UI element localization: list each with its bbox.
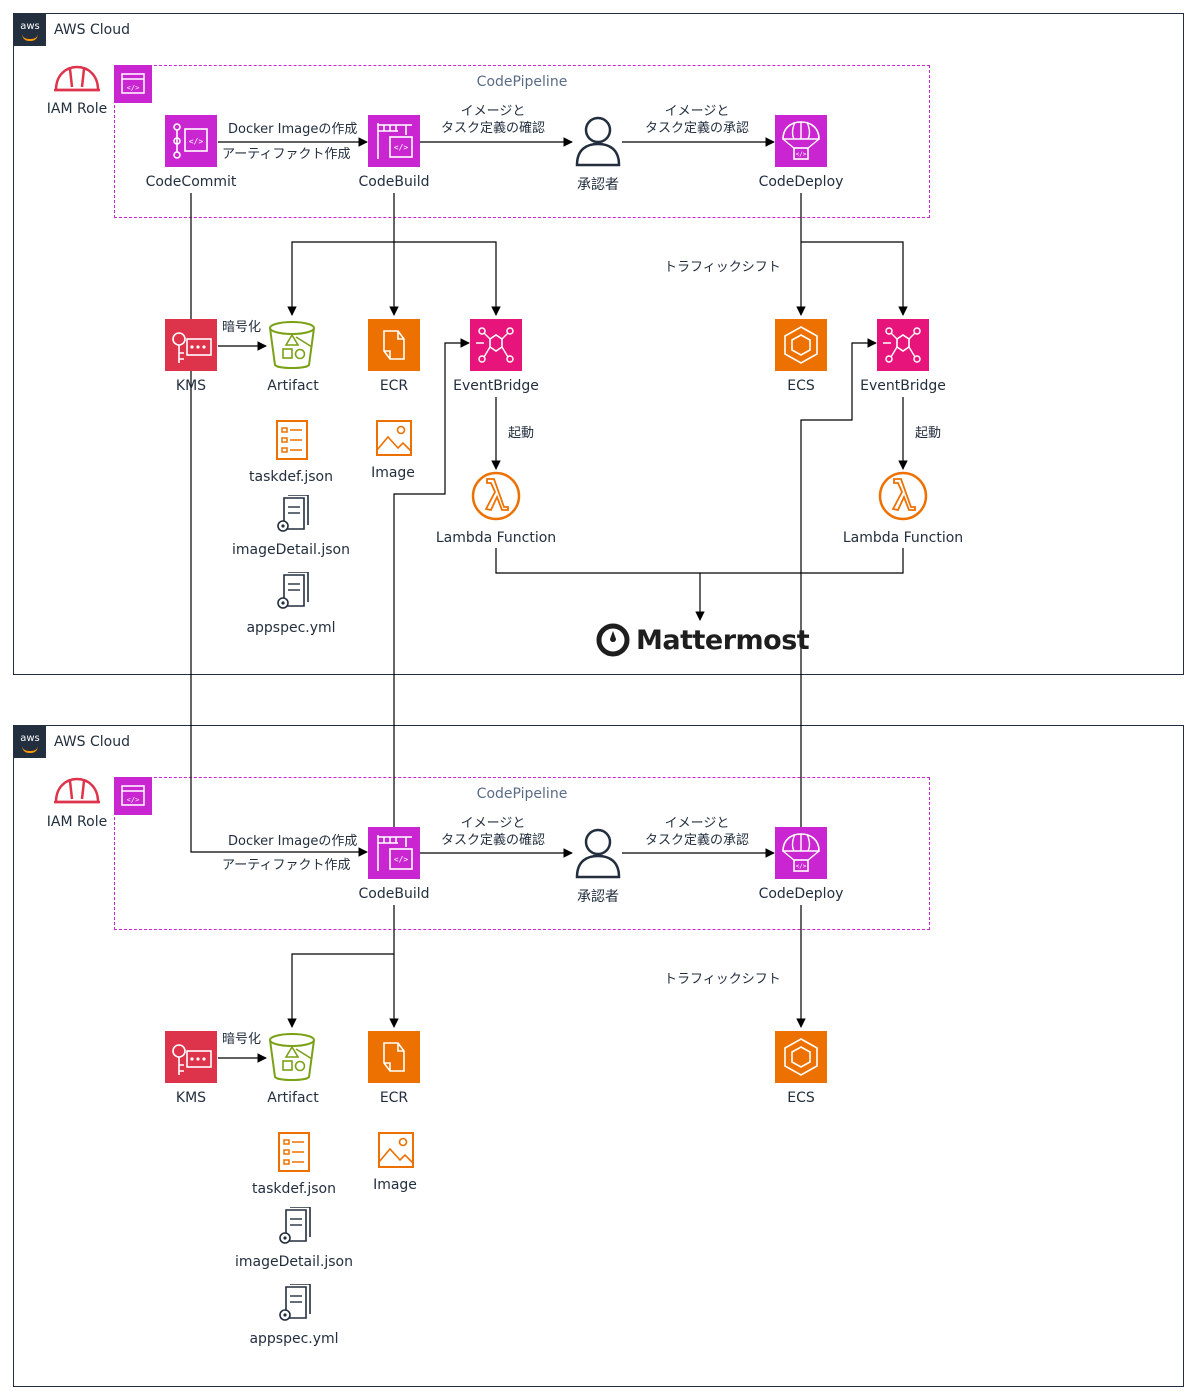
config-document-icon [276, 495, 310, 533]
edge-label-confirm: イメージとタスク定義の確認 [441, 103, 546, 137]
eventbridge-icon [470, 319, 522, 371]
pipeline-title: CodePipeline [476, 786, 568, 802]
mattermost-icon [596, 623, 630, 657]
image-label: Image [371, 465, 415, 481]
cloud-title: AWS Cloud [54, 22, 130, 38]
ecr-label: ECR [379, 378, 409, 394]
image-icon [378, 1132, 414, 1168]
config-document-icon [276, 572, 310, 610]
svg-text:</>: </> [189, 137, 204, 146]
lambda-icon [877, 470, 929, 522]
document-list-icon [276, 420, 308, 460]
iam-role-icon [52, 775, 102, 809]
edge-label-docker: Docker Imageの作成 [228, 833, 358, 850]
kms-label: KMS [175, 378, 207, 394]
taskdef-label: taskdef.json [252, 1181, 336, 1197]
codedeploy-label: CodeDeploy [758, 174, 844, 190]
ecs-label: ECS [787, 1090, 815, 1106]
codepipeline-group-bottom: CodePipeline [114, 777, 930, 930]
ecr-label: ECR [379, 1090, 409, 1106]
edge-label-artifact: アーティファクト作成 [222, 857, 351, 874]
edge-label-approve: イメージとタスク定義の承認 [645, 815, 750, 849]
codecommit-icon: </> [165, 115, 217, 167]
pipeline-title: CodePipeline [476, 74, 568, 90]
edge-label-confirm: イメージとタスク定義の確認 [441, 815, 546, 849]
ecs-icon [775, 319, 827, 371]
edge-label-traffic-shift: トラフィックシフト [664, 972, 781, 987]
ecr-icon [368, 319, 420, 371]
s3-bucket-icon [266, 319, 318, 371]
ecs-label: ECS [787, 378, 815, 394]
imagedetail-label: imageDetail.json [232, 542, 350, 558]
eventbridge-label: EventBridge [860, 378, 946, 394]
codecommit-label: CodeCommit [145, 174, 237, 190]
edge-label-artifact: アーティファクト作成 [222, 146, 351, 163]
config-document-icon [278, 1207, 312, 1245]
codedeploy-label: CodeDeploy [758, 886, 844, 902]
taskdef-label: taskdef.json [249, 469, 333, 485]
codepipeline-icon: </> [114, 65, 152, 103]
svg-text:</>: </> [127, 84, 140, 92]
image-label: Image [373, 1177, 417, 1193]
edge-label-docker: Docker Imageの作成 [228, 121, 358, 138]
appspec-label: appspec.yml [249, 1331, 339, 1347]
eventbridge-icon [877, 319, 929, 371]
iam-role-label: IAM Role [46, 101, 108, 117]
kms-label: KMS [175, 1090, 207, 1106]
ecs-icon [775, 1031, 827, 1083]
lambda-icon [470, 470, 522, 522]
document-list-icon [278, 1132, 310, 1172]
codebuild-icon: </> [368, 827, 420, 879]
kms-icon [165, 319, 217, 371]
s3-bucket-icon [266, 1031, 318, 1083]
svg-text:</>: </> [394, 143, 409, 152]
user-icon [573, 115, 623, 167]
ecr-icon [368, 1031, 420, 1083]
approver-label: 承認者 [577, 889, 619, 905]
codebuild-label: CodeBuild [358, 886, 430, 902]
lambda-label: Lambda Function [435, 530, 557, 546]
kms-icon [165, 1031, 217, 1083]
svg-text:</>: </> [394, 855, 409, 864]
edge-label-approve: イメージとタスク定義の承認 [645, 103, 750, 137]
cloud-title: AWS Cloud [54, 734, 130, 750]
svg-text:</>: </> [796, 151, 807, 158]
config-document-icon [278, 1284, 312, 1322]
edge-label-trigger: 起動 [915, 426, 942, 441]
imagedetail-label: imageDetail.json [235, 1254, 353, 1270]
codebuild-label: CodeBuild [358, 174, 430, 190]
codedeploy-icon: </> [775, 115, 827, 167]
aws-logo-icon: aws [14, 726, 46, 758]
codedeploy-icon: </> [775, 827, 827, 879]
edge-label-encrypt: 暗号化 [222, 1032, 262, 1047]
edge-label-trigger: 起動 [508, 426, 535, 441]
codebuild-icon: </> [368, 115, 420, 167]
artifact-label: Artifact [267, 378, 319, 394]
svg-text:</>: </> [796, 863, 807, 870]
image-icon [376, 420, 412, 456]
aws-logo-icon: aws [14, 14, 46, 46]
iam-role-label: IAM Role [46, 814, 108, 830]
svg-text:</>: </> [127, 796, 140, 804]
codepipeline-group-top: CodePipeline [114, 65, 930, 218]
artifact-label: Artifact [267, 1090, 319, 1106]
edge-label-traffic-shift: トラフィックシフト [664, 260, 781, 275]
mattermost-wordmark: Mattermost [636, 624, 810, 656]
iam-role-icon [52, 63, 102, 97]
appspec-label: appspec.yml [246, 620, 336, 636]
mattermost-logo: Mattermost [596, 620, 810, 660]
lambda-label: Lambda Function [842, 530, 964, 546]
edge-label-encrypt: 暗号化 [222, 320, 262, 335]
user-icon [573, 827, 623, 879]
codepipeline-icon: </> [114, 777, 152, 815]
approver-label: 承認者 [577, 177, 619, 193]
eventbridge-label: EventBridge [453, 378, 539, 394]
